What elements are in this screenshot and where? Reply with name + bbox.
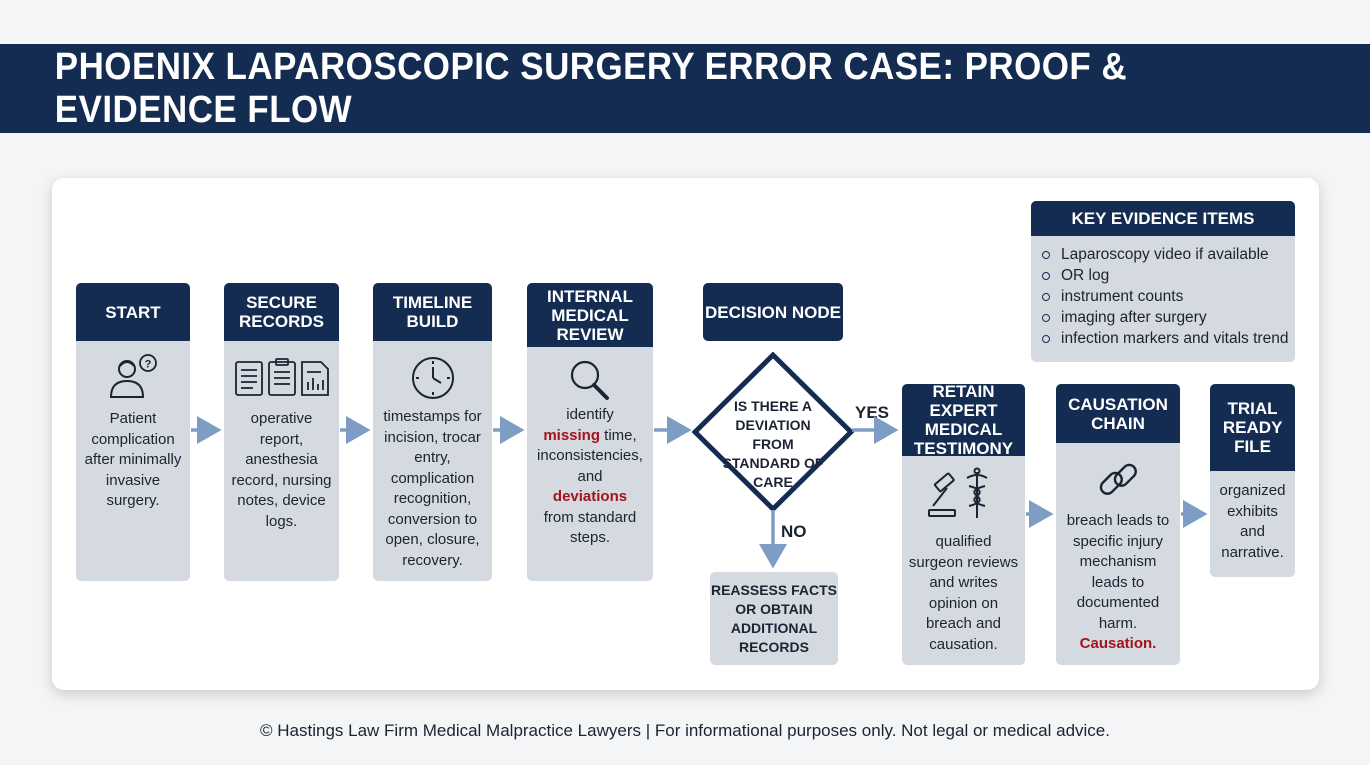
step-secure-text: operative report, anesthesia record, nur… [231,410,332,530]
step-start-header: START [76,283,190,341]
key-evidence-item: OR log [1042,265,1295,286]
gavel-caduceus-icon [902,456,1025,524]
step-timeline-build: TIMELINE BUILD timestamps for incision, … [373,283,492,581]
reassess-facts-box: REASSESS FACTS OR OBTAIN ADDITIONAL RECO… [710,572,838,665]
causation-text: breach leads to specific injury mechanis… [1066,512,1170,632]
step-secure-header: SECURE RECORDS [224,283,339,341]
step-review-text: identify missing time, inconsistencies, … [527,403,653,549]
decision-diamond [692,352,854,512]
step-trial-text: organized exhibits and narrative. [1219,482,1286,561]
causation-highlight: Causation. [1079,635,1157,652]
key-evidence-box: KEY EVIDENCE ITEMS Laparoscopy video if … [1031,201,1295,362]
documents-icon [224,341,339,403]
svg-text:?: ? [145,359,152,371]
patient-question-icon: ? [76,341,190,403]
step-trial-header: TRIAL READY FILE [1210,384,1295,471]
chain-link-icon [1056,443,1180,507]
key-evidence-item: instrument counts [1042,286,1295,307]
step-expert-text: qualified surgeon reviews and writes opi… [908,533,1019,653]
review-text-5: from standard steps. [543,508,637,547]
page-title: PHOENIX LAPAROSCOPIC SURGERY ERROR CASE:… [54,45,1128,131]
step-review-header: INTERNAL MEDICAL REVIEW [527,283,653,347]
step-internal-review: INTERNAL MEDICAL REVIEW identify missing… [527,283,653,581]
key-evidence-item: imaging after surgery [1042,307,1295,328]
review-highlight-missing: missing [543,426,600,444]
key-evidence-list: Laparoscopy video if available OR log in… [1031,244,1295,349]
footer-disclaimer: © Hastings Law Firm Medical Malpractice … [260,721,1110,740]
step-causation-chain: CAUSATION CHAIN breach leads to specific… [1056,384,1180,665]
step-start-text: Patient complication after minimally inv… [84,410,182,509]
step-trial-ready: TRIAL READY FILE organized exhibits and … [1210,384,1295,577]
review-highlight-deviations: deviations [552,488,628,505]
step-timeline-text: timestamps for incision, trocar entry, c… [383,408,482,569]
review-text-3: time, inconsistencies, and [537,426,643,485]
review-text-1: identify [566,406,614,423]
magnifier-icon [527,347,653,403]
key-evidence-item: infection markers and vitals trend [1042,328,1295,349]
step-timeline-header: TIMELINE BUILD [373,283,492,341]
key-evidence-item: Laparoscopy video if available [1042,244,1295,265]
step-causation-text: breach leads to specific injury mechanis… [1056,507,1180,655]
step-expert-header: RETAIN EXPERT MEDICAL TESTIMONY [902,384,1025,458]
clock-icon [373,341,492,403]
step-causation-header: CAUSATION CHAIN [1056,384,1180,443]
step-retain-expert: RETAIN EXPERT MEDICAL TESTIMONY qualifie… [902,384,1025,665]
decision-node-header: DECISION NODE [703,283,843,341]
step-secure-records: SECURE RECORDS operative report, anesthe… [224,283,339,581]
step-start: START ? Patient complication after minim… [76,283,190,581]
title-bar: PHOENIX LAPAROSCOPIC SURGERY ERROR CASE:… [0,44,1370,133]
decision-question: IS THERE A DEVIATION FROM STANDARD OF CA… [722,398,824,490]
decision-no-label: NO [781,522,807,541]
key-evidence-header: KEY EVIDENCE ITEMS [1031,201,1295,236]
